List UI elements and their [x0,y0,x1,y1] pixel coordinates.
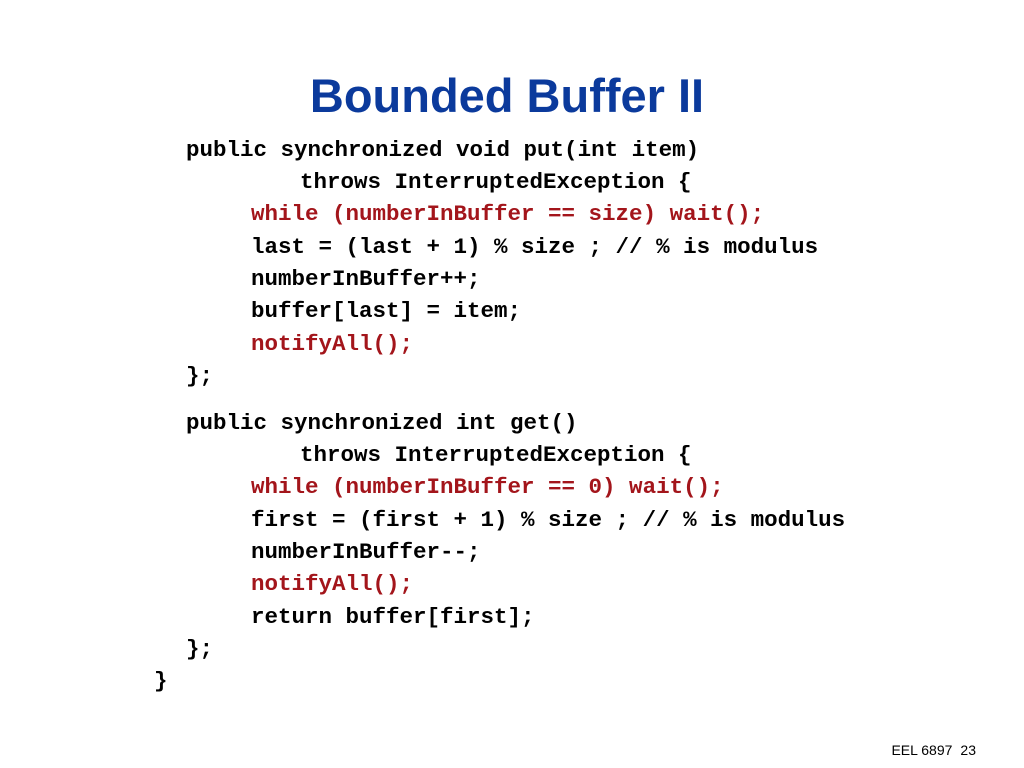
course-code: EEL 6897 [891,742,953,758]
get-signature: public synchronized int get() [186,410,578,436]
put-notify-all: notifyAll(); [251,331,414,357]
put-increment: numberInBuffer++; [251,266,481,292]
get-first-modulus: first = (first + 1) % size ; // % is mod… [251,507,846,533]
page-number: 23 [960,742,976,758]
get-notify-all: notifyAll(); [251,571,414,597]
get-decrement: numberInBuffer--; [251,539,481,565]
put-close: }; [186,363,214,389]
put-buffer-assign: buffer[last] = item; [251,298,522,324]
put-last-modulus: last = (last + 1) % size ; // % is modul… [251,234,819,260]
get-throws: throws InterruptedException { [300,442,692,468]
put-throws: throws InterruptedException { [300,169,692,195]
put-signature: public synchronized void put(int item) [186,137,700,163]
class-close-brace: } [154,668,168,694]
slide-footer: EEL 6897 23 [891,742,976,758]
slide-title: Bounded Buffer II [309,69,705,122]
put-while-wait: while (numberInBuffer == size) wait(); [251,201,765,227]
get-close: }; [186,636,214,662]
get-return: return buffer[first]; [251,604,535,630]
get-while-wait: while (numberInBuffer == 0) wait(); [251,474,724,500]
